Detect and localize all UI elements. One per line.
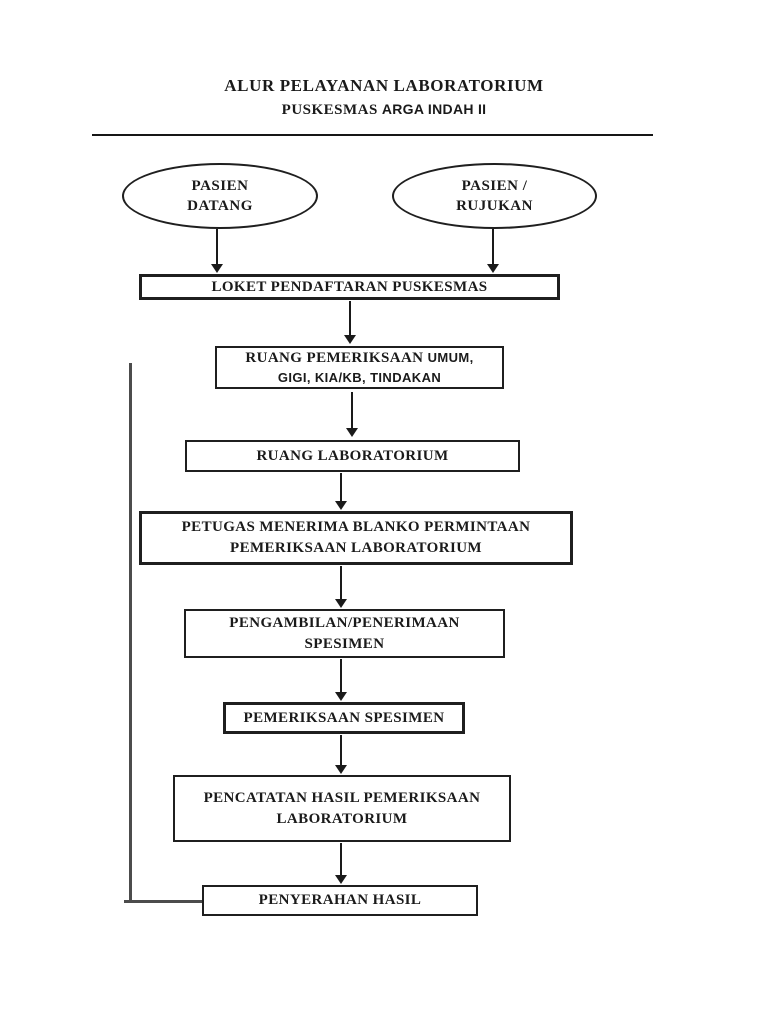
arrow-stem bbox=[340, 659, 342, 694]
node-penyerahan-hasil: PENYERAHAN HASIL bbox=[202, 885, 478, 916]
subtitle-arga-indah: ARGA INDAH II bbox=[381, 101, 487, 117]
node-label: RUANG PEMERIKSAAN UMUM, bbox=[245, 348, 473, 368]
node-label: RUJUKAN bbox=[456, 198, 533, 214]
arrow-stem bbox=[340, 843, 342, 877]
feedback-line-horizontal bbox=[124, 900, 202, 903]
arrow-head-icon bbox=[487, 264, 499, 273]
arrow-stem bbox=[492, 229, 494, 266]
title-divider bbox=[92, 134, 653, 136]
node-pemeriksaan-spesimen: PEMERIKSAAN SPESIMEN bbox=[223, 702, 465, 734]
arrow-pemeriksaan-to-pencatatan bbox=[335, 735, 347, 774]
node-label: GIGI, KIA/KB, TINDAKAN bbox=[277, 370, 442, 385]
arrow-stem bbox=[340, 566, 342, 601]
page-subtitle: PUSKESMAS ARGA INDAH II bbox=[0, 101, 768, 119]
subtitle-puskesmas: PUSKESMAS bbox=[281, 102, 378, 118]
arrow-stem bbox=[216, 229, 218, 266]
arrow-pasien-rujukan-to-loket bbox=[487, 229, 499, 273]
arrow-head-icon bbox=[335, 765, 347, 774]
node-label: PASIEN / bbox=[461, 178, 528, 194]
arrow-stem bbox=[340, 473, 342, 503]
arrow-stem bbox=[349, 301, 351, 337]
node-label: PENCATATAN HASIL PEMERIKSAAN bbox=[203, 789, 481, 806]
arrow-stem bbox=[351, 392, 353, 430]
arrow-pengambilan-to-pemeriksaan bbox=[335, 659, 347, 701]
arrow-head-icon bbox=[211, 264, 223, 273]
arrow-head-icon bbox=[335, 875, 347, 884]
node-ruang-laboratorium: RUANG LABORATORIUM bbox=[185, 440, 520, 472]
node-pasien-rujukan: PASIEN / RUJUKAN bbox=[392, 163, 597, 229]
node-label: RUANG LABORATORIUM bbox=[256, 447, 449, 464]
node-petugas-menerima-blanko: PETUGAS MENERIMA BLANKO PERMINTAAN PEMER… bbox=[139, 511, 573, 565]
node-label: LOKET PENDAFTARAN PUSKESMAS bbox=[211, 278, 488, 295]
node-pasien-datang: PASIEN DATANG bbox=[122, 163, 318, 229]
page-title: ALUR PELAYANAN LABORATORIUM bbox=[224, 76, 544, 95]
node-pengambilan-spesimen: PENGAMBILAN/PENERIMAAN SPESIMEN bbox=[184, 609, 505, 658]
node-label: LABORATORIUM bbox=[276, 810, 408, 827]
arrow-lab-to-petugas bbox=[335, 473, 347, 510]
node-label: PASIEN bbox=[191, 178, 249, 194]
arrow-head-icon bbox=[335, 692, 347, 701]
node-label: PETUGAS MENERIMA BLANKO PERMINTAAN bbox=[181, 519, 531, 535]
arrow-head-icon bbox=[344, 335, 356, 344]
arrow-loket-to-ruang-pemeriksaan bbox=[344, 301, 356, 344]
arrow-head-icon bbox=[335, 599, 347, 608]
arrow-head-icon bbox=[335, 501, 347, 510]
label-sans-part: UMUM, bbox=[427, 350, 474, 365]
node-ruang-pemeriksaan: RUANG PEMERIKSAAN UMUM, GIGI, KIA/KB, TI… bbox=[215, 346, 504, 389]
arrow-head-icon bbox=[346, 428, 358, 437]
node-label: DATANG bbox=[187, 198, 253, 214]
arrow-petugas-to-pengambilan bbox=[335, 566, 347, 608]
node-label: PENGAMBILAN/PENERIMAAN bbox=[229, 614, 460, 631]
label-serif-part: RUANG PEMERIKSAAN bbox=[245, 350, 424, 366]
arrow-stem bbox=[340, 735, 342, 767]
node-label: SPESIMEN bbox=[304, 635, 385, 652]
node-pencatatan-hasil: PENCATATAN HASIL PEMERIKSAAN LABORATORIU… bbox=[173, 775, 511, 842]
arrow-ruang-pemeriksaan-to-lab bbox=[346, 392, 358, 437]
arrow-pencatatan-to-penyerahan bbox=[335, 843, 347, 884]
feedback-line-vertical bbox=[129, 363, 132, 903]
node-label: PENYERAHAN HASIL bbox=[258, 892, 422, 908]
node-loket-pendaftaran: LOKET PENDAFTARAN PUSKESMAS bbox=[139, 274, 560, 300]
node-label: PEMERIKSAAN LABORATORIUM bbox=[230, 540, 482, 556]
arrow-pasien-datang-to-loket bbox=[211, 229, 223, 273]
node-label: PEMERIKSAAN SPESIMEN bbox=[243, 709, 445, 726]
